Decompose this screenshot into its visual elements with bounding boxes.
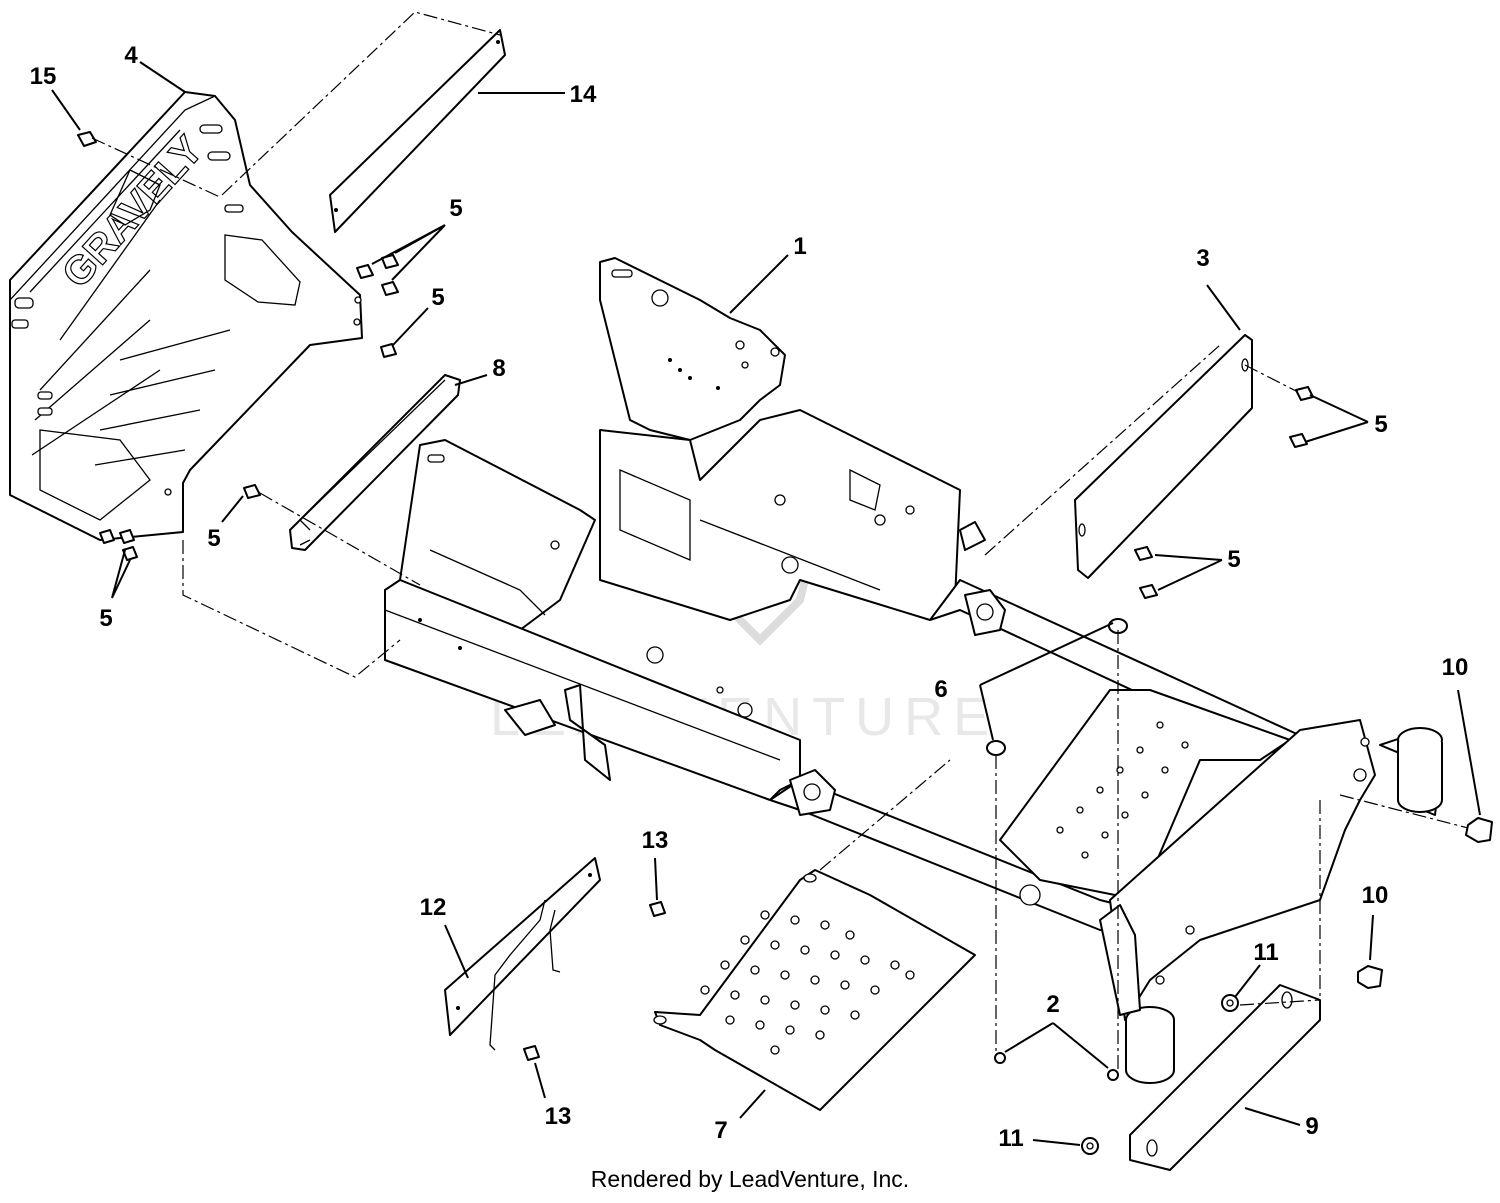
bolts-13: [523, 901, 666, 1061]
callout-11-bottom: 11: [998, 1125, 1023, 1152]
callout-8: 8: [492, 355, 505, 382]
callout-14: 14: [570, 81, 597, 108]
part-8-bracket: [289, 374, 461, 551]
nuts-2: [994, 1052, 1119, 1081]
callout-5-mid: 5: [431, 284, 444, 311]
callout-6: 6: [934, 676, 947, 703]
callout-13-bottom: 13: [545, 1103, 572, 1130]
part-9-front-plate: [1129, 984, 1321, 1171]
rendered-by-credit: Rendered by LeadVenture, Inc.: [590, 1166, 910, 1192]
foot-plate-holes: [700, 910, 915, 1055]
callout-7: 7: [714, 1117, 727, 1144]
bolts-5-top: [356, 254, 399, 358]
callout-5-top: 5: [449, 195, 462, 222]
part-1-main-frame: [384, 257, 1443, 1084]
part-12-bracket: [444, 857, 601, 1051]
part-3-side-panel: [1074, 334, 1253, 579]
callout-10-top: 10: [1442, 654, 1469, 681]
callout-2: 2: [1046, 991, 1059, 1018]
callout-4: 4: [124, 42, 138, 69]
part-14-shield: [329, 29, 506, 233]
callout-5-right-top: 5: [1374, 411, 1387, 438]
bolt-15: [77, 131, 97, 147]
part-7-foot-plate: [653, 869, 976, 1111]
part-4-rear-guard: GRAVELY: [9, 91, 363, 541]
callout-10-bottom: 10: [1362, 882, 1389, 909]
bolts-10: [1357, 817, 1493, 989]
assembly-lines: [91, 11, 1469, 1070]
callout-5-left: 5: [207, 525, 220, 552]
fasteners: [77, 131, 1493, 1155]
callout-11-top: 11: [1253, 939, 1278, 966]
callouts: 1 2 3 4 5 5 5 5 5 5 6 7 8 9 10 10 11 11 …: [30, 42, 1469, 1152]
bolts-5-right: [1134, 386, 1314, 599]
callout-5-right-bottom: 5: [1227, 546, 1240, 573]
callout-13-top: 13: [642, 827, 669, 854]
callout-5-bottom-left: 5: [99, 605, 112, 632]
nuts-11: [1081, 994, 1239, 1155]
bolts-5-left: [99, 484, 261, 561]
callout-12: 12: [420, 894, 447, 921]
callout-3: 3: [1196, 245, 1209, 272]
callout-9: 9: [1305, 1113, 1318, 1140]
callout-1: 1: [793, 233, 806, 260]
callout-15: 15: [30, 63, 57, 90]
leader-lines: [51, 61, 1481, 1146]
